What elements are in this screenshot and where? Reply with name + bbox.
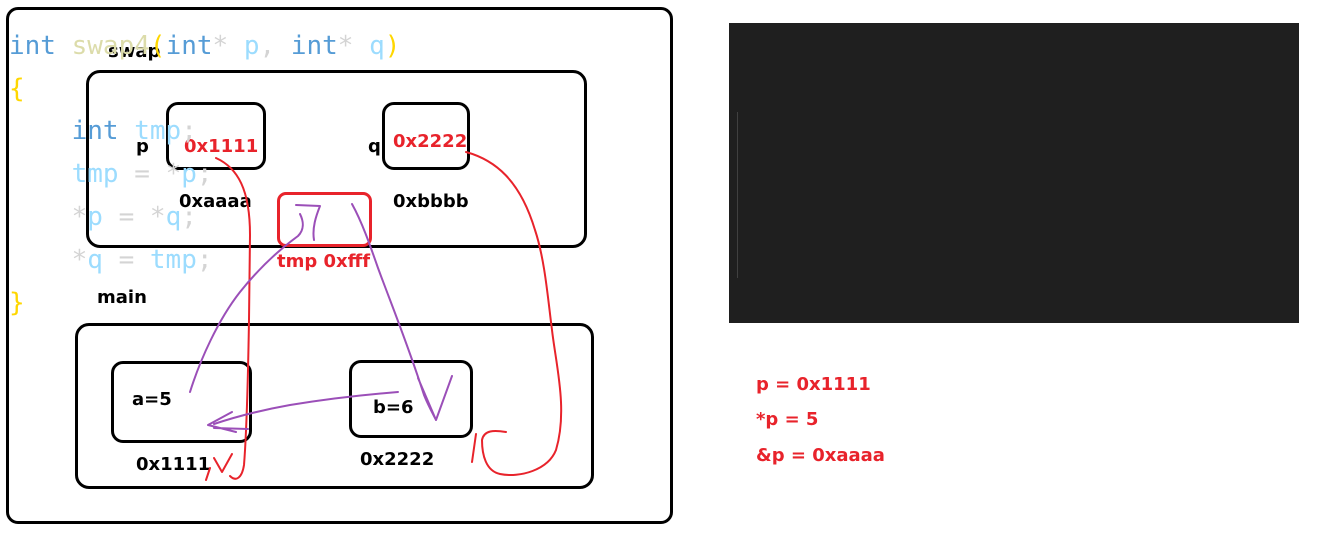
code-panel bbox=[729, 23, 1299, 323]
tmp-caption: tmp 0xfff bbox=[277, 251, 371, 272]
code-line-close-brace: } bbox=[9, 288, 25, 318]
q-box bbox=[382, 102, 470, 170]
tmp-box bbox=[277, 192, 372, 247]
code-line-p-assign: *p = *q; bbox=[71, 202, 197, 232]
a-address: 0x1111 bbox=[136, 454, 211, 475]
p-label: p bbox=[136, 136, 149, 157]
code-line-tmp-assign: tmp = *p; bbox=[71, 159, 213, 189]
q-value: 0x2222 bbox=[393, 131, 468, 152]
code-line-declare-tmp: int tmp; bbox=[71, 116, 197, 146]
q-label: q bbox=[368, 136, 381, 157]
code-line-open-brace: { bbox=[9, 74, 25, 104]
main-frame-label: main bbox=[97, 287, 147, 308]
q-address: 0xbbbb bbox=[393, 191, 469, 212]
main-frame bbox=[75, 323, 594, 489]
outer-frame bbox=[6, 7, 673, 524]
indent-guide bbox=[737, 112, 738, 278]
a-text: a=5 bbox=[132, 389, 172, 410]
b-text: b=6 bbox=[373, 397, 414, 418]
note-address-of-p: &p = 0xaaaa bbox=[756, 445, 885, 466]
code-line-signature: int swap4(int* p, int* q) bbox=[9, 31, 401, 61]
note-deref-p: *p = 5 bbox=[756, 409, 819, 430]
p-value: 0x1111 bbox=[184, 136, 259, 157]
code-line-q-assign: *q = tmp; bbox=[71, 245, 213, 275]
note-p-value: p = 0x1111 bbox=[756, 374, 871, 395]
b-address: 0x2222 bbox=[360, 449, 435, 470]
swap-frame-label: swap bbox=[108, 41, 161, 62]
